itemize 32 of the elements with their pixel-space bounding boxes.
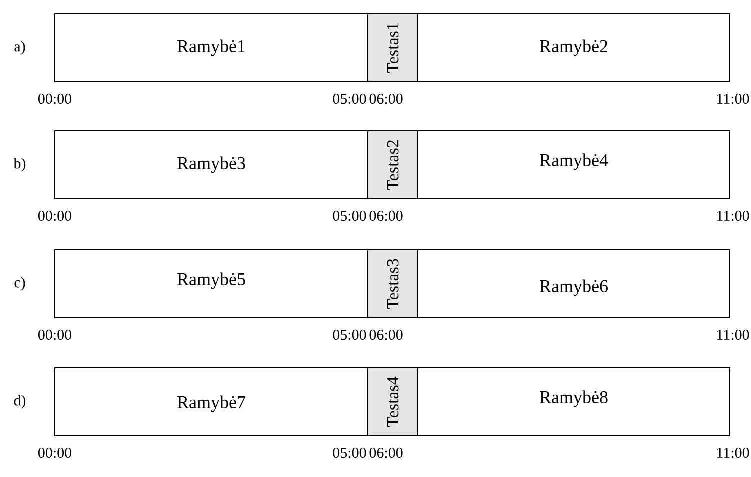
time-label: 06:00 — [370, 94, 403, 104]
row-letter: c) — [14, 277, 26, 291]
row-letter: a) — [14, 41, 26, 55]
time-label: 05:00 — [333, 210, 366, 222]
rest-segment: Ramybė5 — [54, 250, 368, 318]
row-letter: b) — [14, 158, 26, 172]
time-label: 06:00 — [370, 210, 403, 222]
rest-segment: Ramybė7 — [54, 368, 368, 436]
time-label: 06:00 — [370, 448, 403, 458]
time-label: 11:00 — [718, 330, 750, 340]
time-label: 00:00 — [38, 330, 72, 340]
test-segment: Testas2 — [368, 130, 418, 200]
time-label: 00:00 — [38, 94, 72, 104]
rest-segment: Ramybė1 — [54, 14, 368, 82]
time-label: 06:00 — [370, 330, 403, 340]
rest-segment: Ramybė2 — [418, 14, 730, 82]
test-segment: Testas4 — [368, 368, 418, 436]
time-label: 11:00 — [718, 94, 750, 104]
rest-segment: Ramybė6 — [418, 250, 730, 318]
test-segment: Testas1 — [368, 14, 418, 82]
rest-segment: Ramybė8 — [418, 368, 730, 436]
time-label: 11:00 — [718, 448, 750, 458]
time-label: 00:00 — [38, 448, 72, 458]
time-label: 05:00 — [333, 448, 366, 458]
rest-segment: Ramybė3 — [54, 130, 368, 200]
time-label: 11:00 — [718, 210, 750, 222]
time-label: 05:00 — [333, 94, 366, 104]
rest-segment: Ramybė4 — [418, 130, 730, 200]
test-segment: Testas3 — [368, 250, 418, 318]
row-letter: d) — [14, 395, 26, 409]
time-label: 00:00 — [38, 210, 72, 222]
time-label: 05:00 — [333, 330, 366, 340]
